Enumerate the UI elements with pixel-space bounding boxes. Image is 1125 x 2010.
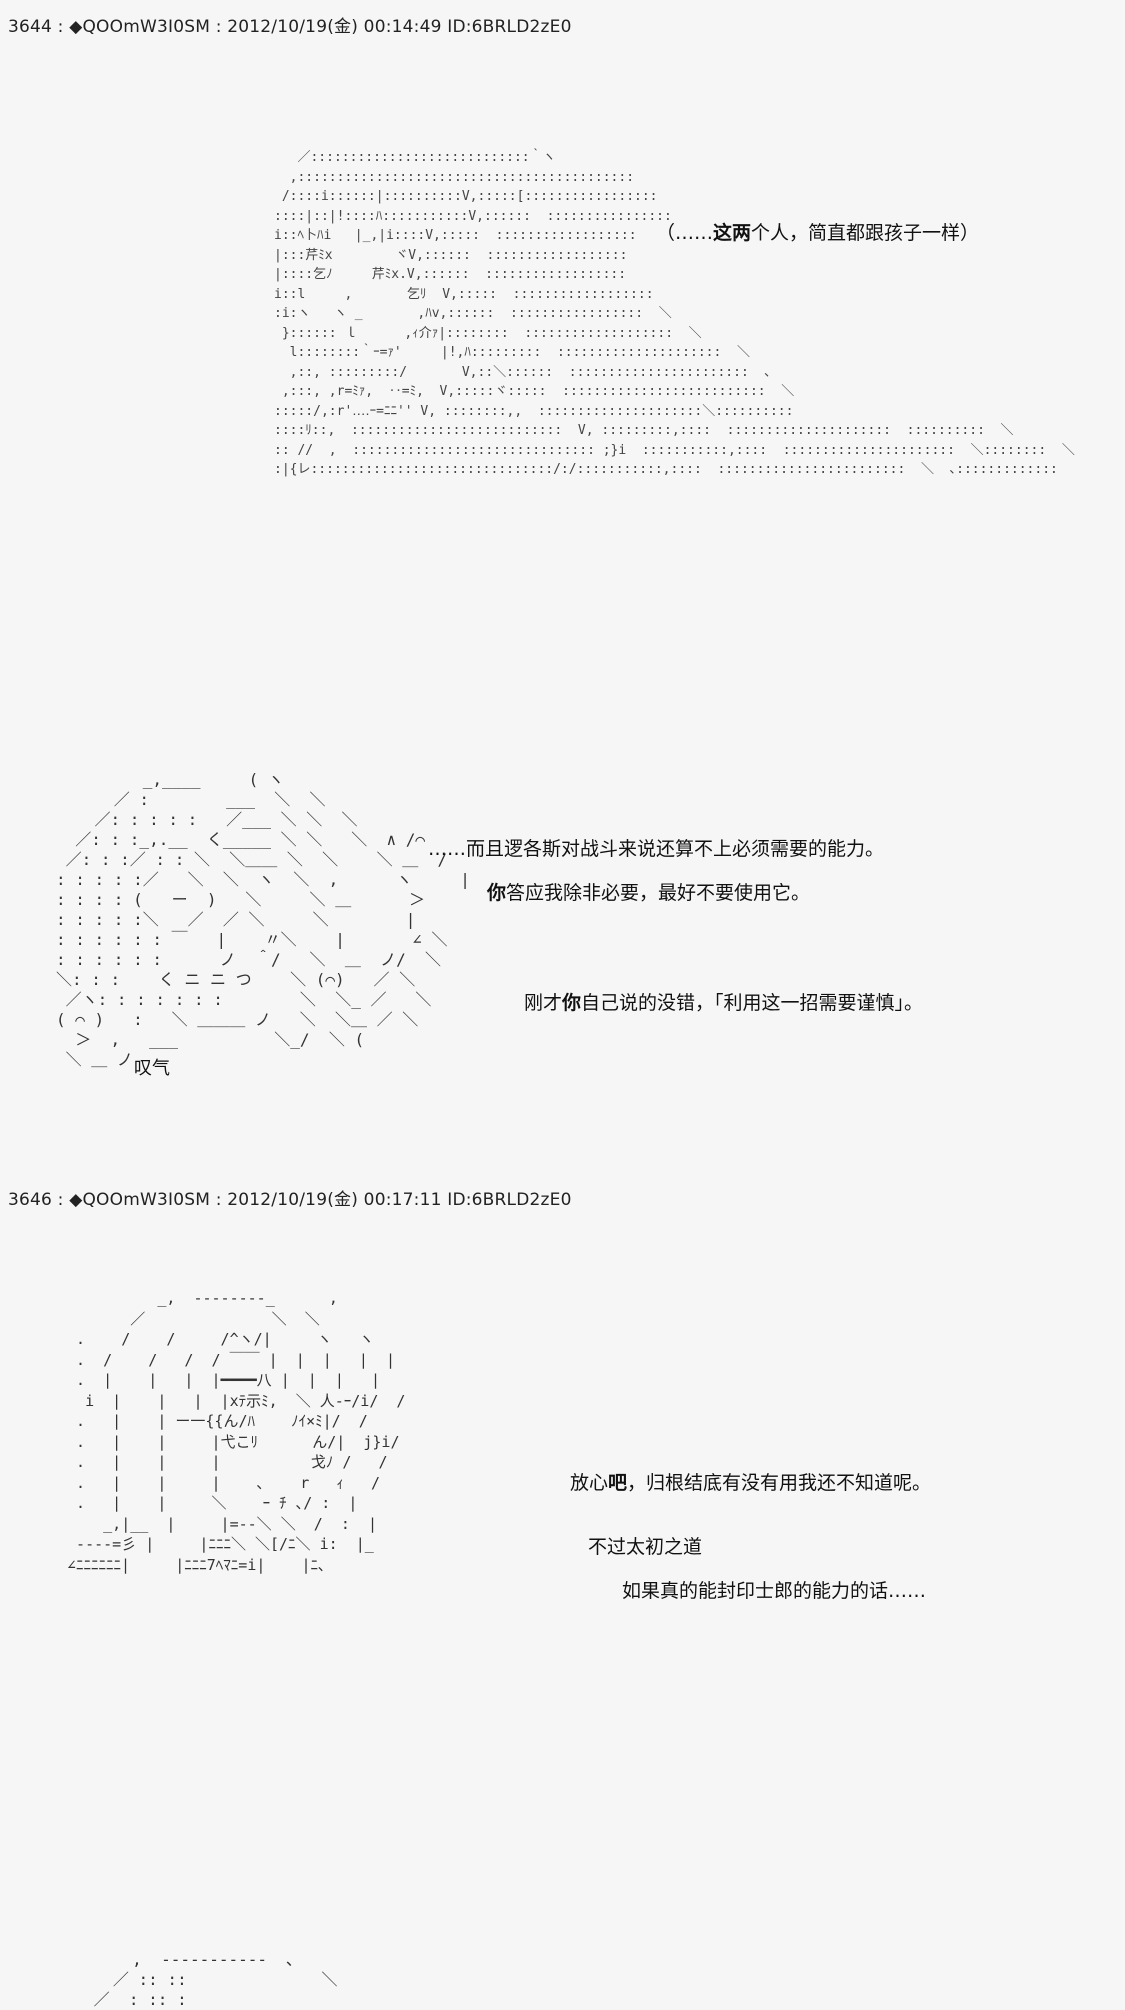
ascii-art-face: _,____ ( ヽ ／ : ___ ＼ ＼ ／: : : : : ／___ ＼… xyxy=(56,770,470,1069)
dialogue-line: ……而且逻各斯对战斗来说还算不上必须需要的能力。 xyxy=(428,838,885,860)
dialogue-line: 刚才你自己说的没错，「利用这一招需要谨慎」。 xyxy=(524,992,924,1014)
dialogue-line: 不过太初之道 xyxy=(588,1536,703,1558)
post-header-3646: 3646 : ◆QOOmW3I0SM : 2012/10/19(金) 00:17… xyxy=(8,1190,572,1210)
sigh-label: 叹气 xyxy=(134,1058,170,1079)
dialogue-line: （……这两个人，简直都跟孩子一样） xyxy=(656,222,980,244)
ascii-art-girl: _, ‐‐‐‐‐‐‐‐_ , ／ ＼ ＼ . / / /^ヽ/| ヽ ヽ . /… xyxy=(67,1289,406,1574)
ascii-art-bottom-partial: , ‐‐‐‐‐‐‐‐‐‐‐ ､ ／ :: :: ＼ ／ : :: : xyxy=(93,1950,338,2009)
dialogue-line: 如果真的能封印士郎的能力的话…… xyxy=(622,1580,927,1602)
post-header-3644: 3644 : ◆QOOmW3I0SM : 2012/10/19(金) 00:14… xyxy=(8,17,572,37)
dialogue-line: 放心吧，归根结底有没有用我还不知道呢。 xyxy=(570,1472,932,1494)
dialogue-line: 你答应我除非必要，最好不要使用它。 xyxy=(487,882,811,904)
ascii-art-hair: ／::::::::::::::::::::::::::::｀ヽ ,:::::::… xyxy=(274,150,1075,477)
